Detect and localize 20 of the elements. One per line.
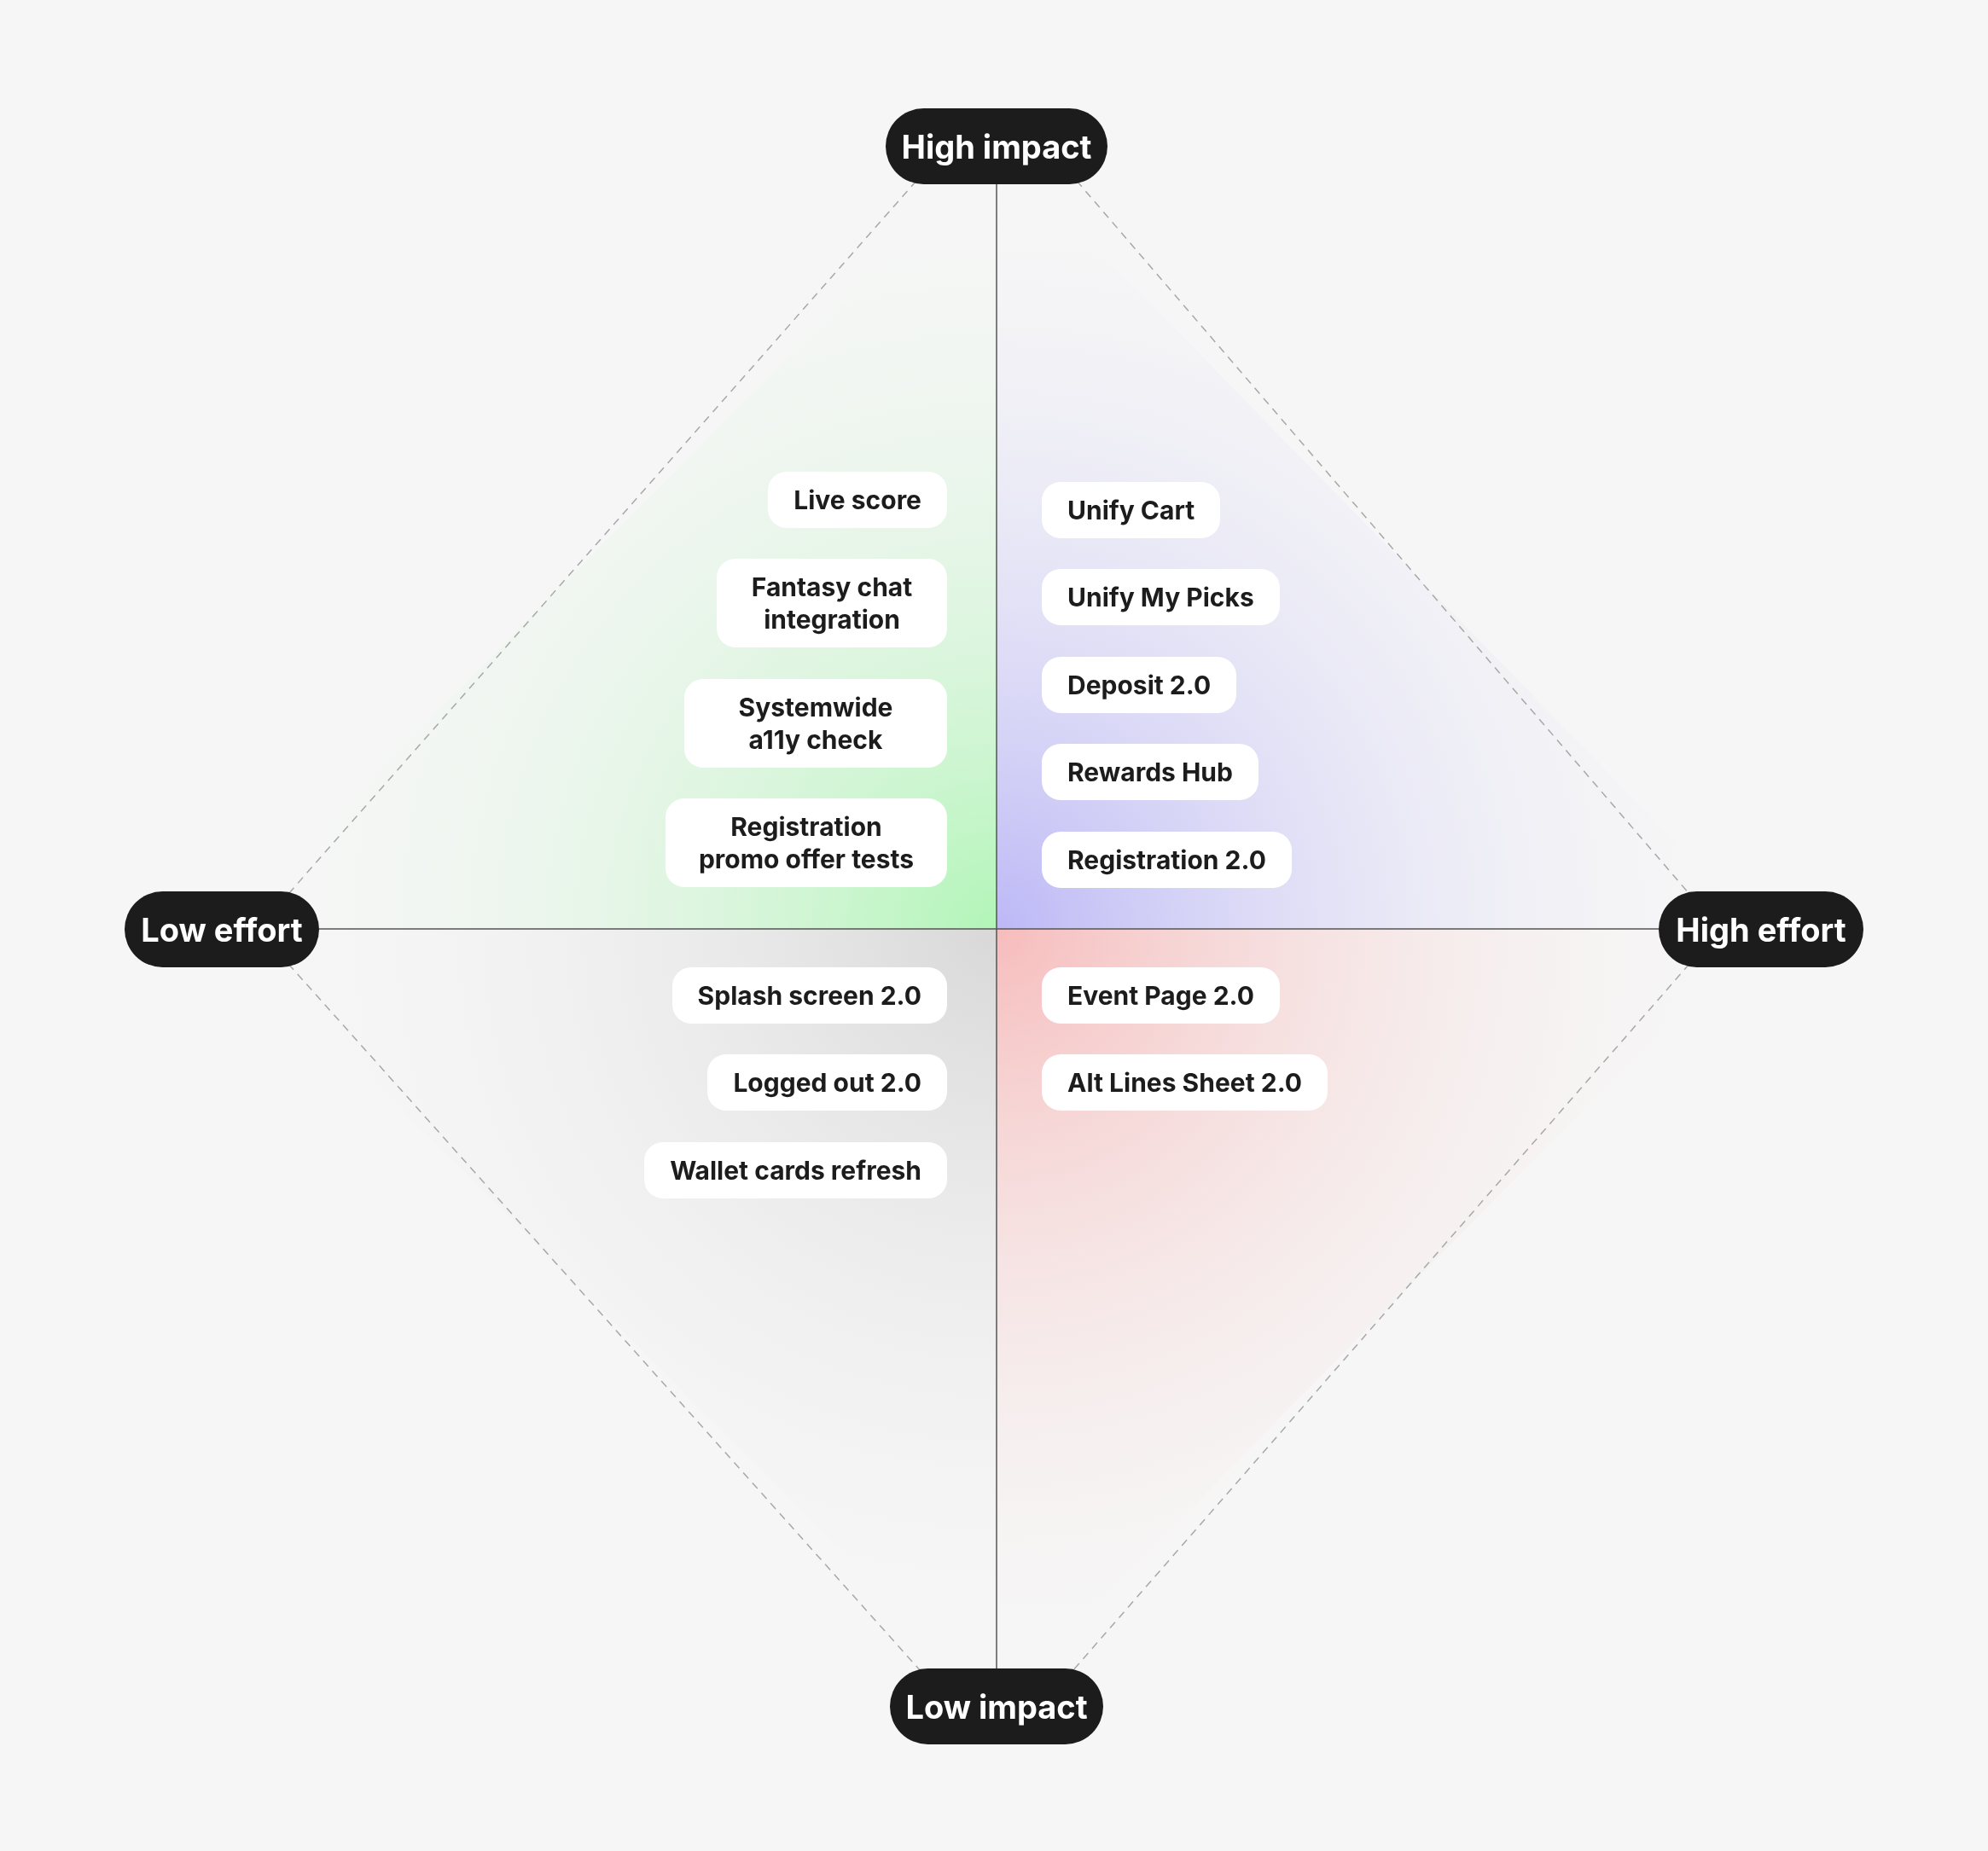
item-card: Deposit 2.0 [1042,657,1237,713]
item-card: Fantasy chat integration [717,559,947,647]
item-card: Event Page 2.0 [1042,967,1280,1024]
item-card: Wallet cards refresh [644,1142,947,1198]
axis-label: Low impact [890,1668,1103,1744]
item-card: Rewards Hub [1042,744,1258,800]
item-card: Registration 2.0 [1042,832,1292,888]
item-card: Registration promo offer tests [666,798,947,887]
axis-label: High impact [886,108,1107,184]
axis-label: Low effort [125,891,319,967]
item-card: Live score [768,472,947,528]
axis-line [996,183,997,1669]
item-card: Alt Lines Sheet 2.0 [1042,1054,1328,1111]
item-card: Unify My Picks [1042,569,1280,625]
item-card: Systemwide a11y check [684,679,947,768]
item-card: Splash screen 2.0 [671,967,947,1024]
axis-line [318,928,1660,930]
axis-label: High effort [1659,891,1863,967]
item-card: Unify Cart [1042,482,1221,538]
item-card: Logged out 2.0 [707,1054,947,1111]
